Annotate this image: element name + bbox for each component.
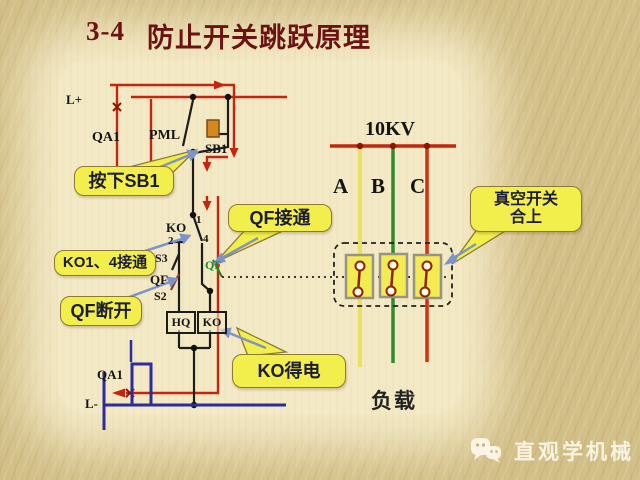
label-qa1-top: QA1 [92,130,120,145]
label-terminal-4: 4 [203,233,209,245]
callout-ko-energized: KO得电 [232,354,346,388]
callout-vacuum-line2: 合上 [509,209,542,226]
label-s3: S3 [155,251,168,265]
red-flow-arrowheads [112,80,239,398]
label-l-minus: L- [85,396,98,411]
label-terminal-1: 1 [196,214,202,226]
title-text: 防止开关跳跃原理 [147,23,371,53]
vacuum-switch-dashed-box [333,242,453,307]
callout-vacuum-closed: 真空开关 合上 [470,186,582,232]
callout-qf-on: QF接通 [228,204,332,232]
label-load: 负载 [371,390,417,413]
label-phase-a: A [333,174,349,198]
junction-dots [189,93,232,409]
label-ko-contact: KO [166,220,187,235]
busbar-dots [356,142,431,150]
callout-press-sb1: 按下SB1 [74,166,174,196]
label-s2: S2 [154,289,167,303]
title-number: 3-4 [86,16,125,46]
vacuum-switch-units [344,252,443,300]
callout-vacuum-line1: 真空开关 [493,190,558,208]
label-voltage: 10KV [365,118,415,140]
label-sb1: SB1 [205,141,228,156]
label-qf-left: QF [150,272,169,287]
ko-coil-box: KO [197,311,227,334]
label-l-plus: L+ [66,92,83,107]
callout-ko14-on: KO1、4接通 [54,250,156,276]
label-phase-c: C [410,174,426,198]
watermark-text: 直观学机械 [514,441,634,464]
label-pml: PML [149,128,181,143]
label-phase-b: B [371,174,386,198]
label-qa1-bottom: QA1 [97,367,123,382]
hq-coil-box: HQ [166,311,196,334]
watermark-logo: 直观学机械 [470,436,634,466]
page-title: 3-4 防止开关跳跃原理 [86,16,371,55]
sb1-pushbutton [206,119,220,138]
blue-wires [102,340,286,430]
label-qf-aux: QF [205,258,222,272]
callout-qf-off: QF断开 [60,296,142,326]
black-wires [170,97,230,405]
label-terminal-2: 2 [168,235,174,247]
wechat-icon [471,438,501,463]
